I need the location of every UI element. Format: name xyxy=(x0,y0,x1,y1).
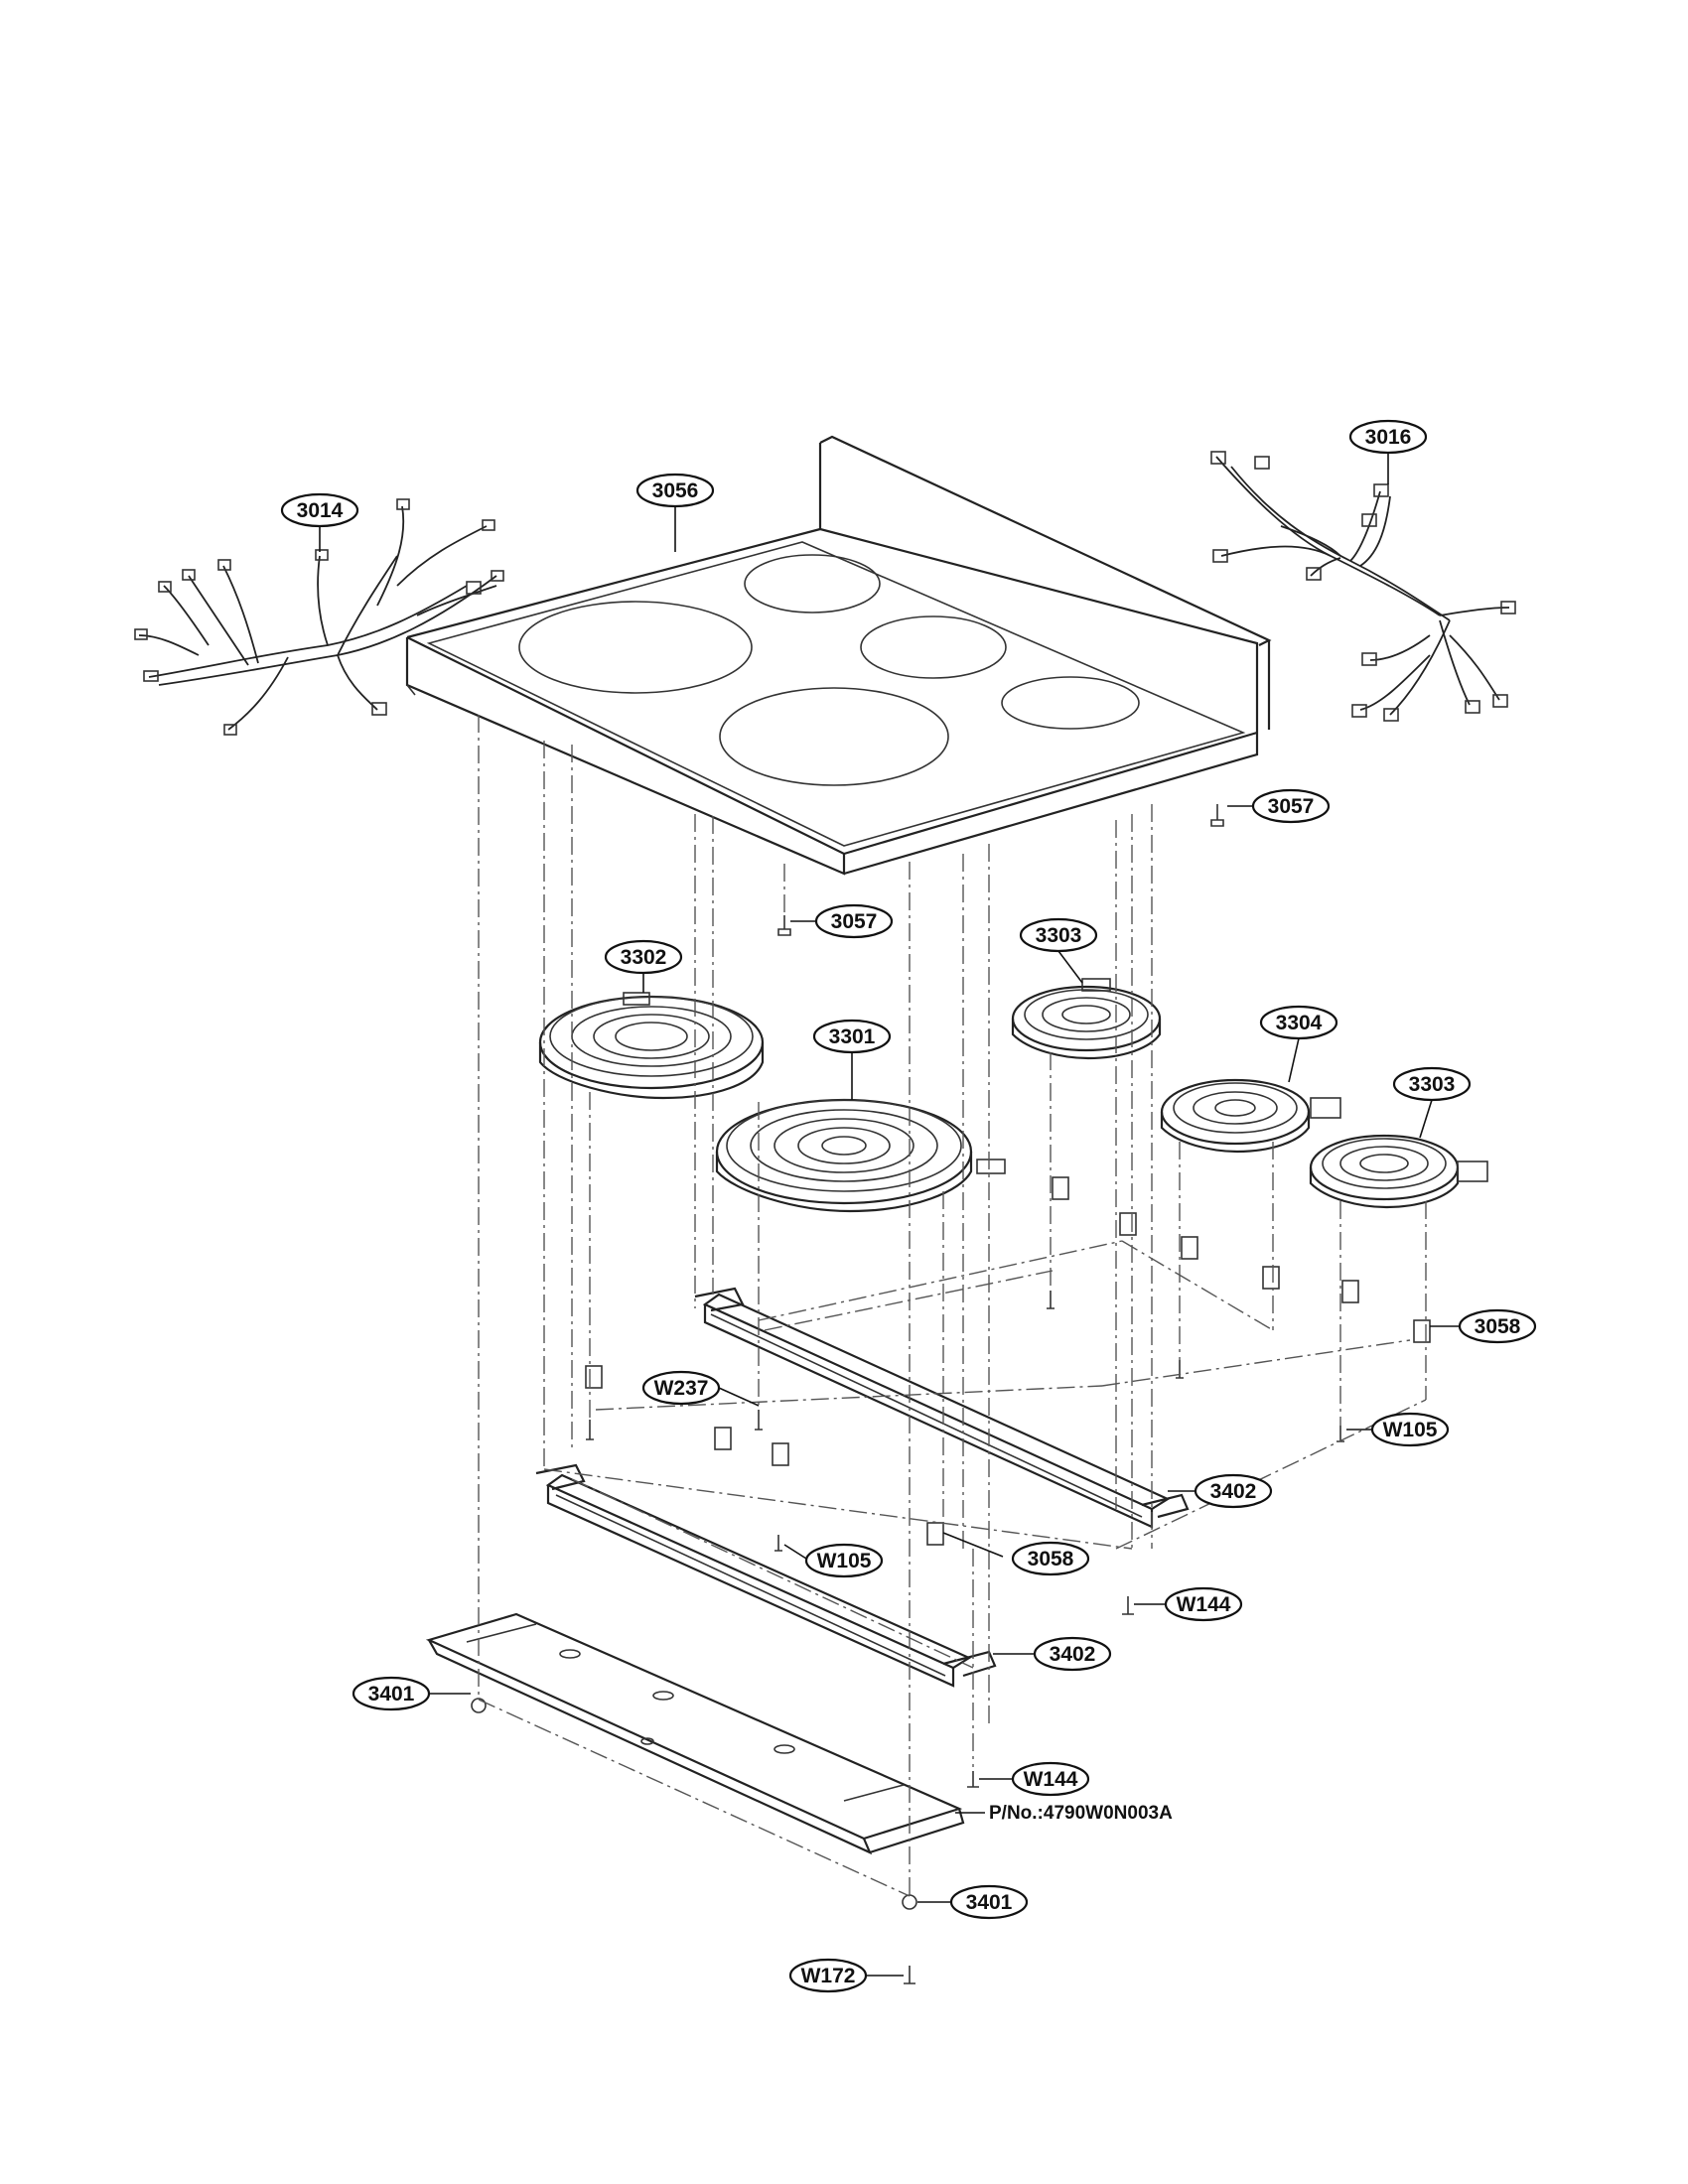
callout-3303-rear: 3303 xyxy=(1019,917,1098,984)
cooktop-glass-3056 xyxy=(405,435,1272,876)
svg-text:W237: W237 xyxy=(654,1377,709,1400)
svg-text:W172: W172 xyxy=(801,1965,856,1987)
part-number-label: P/No.:4790W0N003A xyxy=(955,1803,1173,1824)
callout-3058-right: 3058 xyxy=(1430,1308,1537,1344)
svg-text:3058: 3058 xyxy=(1475,1315,1521,1338)
wire-harness-3014 xyxy=(134,498,504,736)
callout-3057-right: 3057 xyxy=(1227,788,1331,824)
callout-3014: 3014 xyxy=(280,492,359,552)
svg-text:3402: 3402 xyxy=(1050,1643,1096,1666)
callout-W237: W237 xyxy=(641,1370,760,1407)
svg-text:P/No.:4790W0N003A: P/No.:4790W0N003A xyxy=(989,1803,1173,1824)
element-3303-rear xyxy=(1011,978,1162,1060)
svg-text:3014: 3014 xyxy=(297,499,344,522)
alignment-lines xyxy=(478,715,1427,1897)
element-3304 xyxy=(1160,1078,1341,1154)
svg-text:3301: 3301 xyxy=(829,1025,876,1048)
svg-text:W105: W105 xyxy=(1383,1419,1438,1441)
callout-3302: 3302 xyxy=(604,939,683,993)
svg-text:3303: 3303 xyxy=(1409,1073,1456,1096)
callout-3303-front: 3303 xyxy=(1392,1066,1472,1139)
callout-3301: 3301 xyxy=(812,1019,892,1100)
bracket-3402-front xyxy=(535,1463,997,1688)
svg-text:3304: 3304 xyxy=(1276,1012,1323,1034)
svg-text:3401: 3401 xyxy=(966,1891,1013,1914)
svg-text:3058: 3058 xyxy=(1028,1548,1074,1570)
callout-W144-right: W144 xyxy=(1134,1586,1243,1622)
svg-text:3302: 3302 xyxy=(621,946,667,969)
callout-3016: 3016 xyxy=(1348,419,1428,484)
element-3303-front xyxy=(1309,1134,1488,1209)
svg-text:W144: W144 xyxy=(1177,1593,1231,1616)
callout-3402-rear: 3402 xyxy=(1168,1473,1273,1509)
callout-3304: 3304 xyxy=(1259,1005,1338,1083)
svg-text:3401: 3401 xyxy=(368,1683,415,1706)
svg-text:3402: 3402 xyxy=(1210,1480,1257,1503)
bottom-panel-4790W0N003A xyxy=(425,1612,965,1855)
callout-3401-bottom: 3401 xyxy=(917,1884,1029,1920)
callout-3402-front: 3402 xyxy=(993,1636,1112,1672)
callout-W105-right: W105 xyxy=(1346,1412,1450,1447)
callout-3057-center: 3057 xyxy=(790,903,894,939)
wire-harness-3016 xyxy=(1210,451,1516,722)
svg-text:3057: 3057 xyxy=(1268,795,1315,818)
screws-and-clips xyxy=(471,804,1431,1984)
svg-text:3016: 3016 xyxy=(1365,426,1412,449)
element-3301 xyxy=(715,1098,1006,1213)
callout-3056: 3056 xyxy=(635,473,715,552)
callout-3058-center: 3058 xyxy=(942,1532,1090,1576)
callout-W105-left: W105 xyxy=(783,1543,884,1578)
element-3302 xyxy=(538,992,765,1100)
svg-text:3303: 3303 xyxy=(1036,924,1082,947)
callout-W144-center: W144 xyxy=(979,1761,1090,1797)
svg-text:3057: 3057 xyxy=(831,910,878,933)
callout-3401-left: 3401 xyxy=(352,1676,471,1711)
svg-text:W105: W105 xyxy=(817,1550,872,1572)
callout-W172: W172 xyxy=(788,1958,904,1993)
bracket-3402-rear xyxy=(694,1287,1190,1529)
svg-text:3056: 3056 xyxy=(652,479,699,502)
svg-text:W144: W144 xyxy=(1024,1768,1078,1791)
